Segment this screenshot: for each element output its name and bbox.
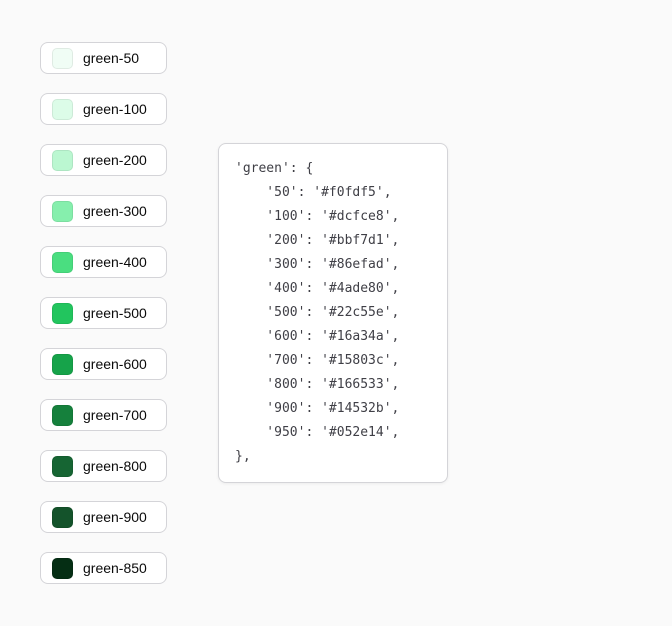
color-swatch-green-700 bbox=[52, 404, 73, 426]
code-line: 'green': { bbox=[235, 161, 314, 176]
color-swatch-green-50 bbox=[52, 47, 73, 69]
color-chip-green-600[interactable]: green-600 bbox=[40, 348, 167, 380]
code-line: }, bbox=[235, 449, 251, 464]
color-chip-label: green-400 bbox=[83, 254, 147, 270]
code-line: '100': '#dcfce8', bbox=[235, 209, 400, 224]
color-swatch-green-100 bbox=[52, 98, 73, 120]
color-chip-green-500[interactable]: green-500 bbox=[40, 297, 167, 329]
color-swatch-green-300 bbox=[52, 200, 73, 222]
color-chip-green-400[interactable]: green-400 bbox=[40, 246, 167, 278]
color-chip-list: green-50 green-100 green-200 green-300 g… bbox=[40, 42, 167, 584]
color-chip-label: green-900 bbox=[83, 509, 147, 525]
code-line: '700': '#15803c', bbox=[235, 353, 400, 368]
color-swatch-green-850 bbox=[52, 557, 73, 579]
color-chip-green-900[interactable]: green-900 bbox=[40, 501, 167, 533]
color-swatch-green-200 bbox=[52, 149, 73, 171]
color-swatch-green-500 bbox=[52, 302, 73, 324]
color-chip-green-300[interactable]: green-300 bbox=[40, 195, 167, 227]
color-swatch-green-600 bbox=[52, 353, 73, 375]
code-line: '200': '#bbf7d1', bbox=[235, 233, 400, 248]
color-chip-label: green-700 bbox=[83, 407, 147, 423]
code-line: '300': '#86efad', bbox=[235, 257, 400, 272]
color-chip-label: green-100 bbox=[83, 101, 147, 117]
color-chip-label: green-200 bbox=[83, 152, 147, 168]
color-chip-label: green-600 bbox=[83, 356, 147, 372]
color-chip-green-50[interactable]: green-50 bbox=[40, 42, 167, 74]
code-line: '800': '#166533', bbox=[235, 377, 400, 392]
color-chip-green-100[interactable]: green-100 bbox=[40, 93, 167, 125]
color-swatch-green-900 bbox=[52, 506, 73, 528]
code-line: '600': '#16a34a', bbox=[235, 329, 400, 344]
color-chip-label: green-800 bbox=[83, 458, 147, 474]
color-swatch-green-400 bbox=[52, 251, 73, 273]
color-swatch-green-800 bbox=[52, 455, 73, 477]
color-chip-label: green-50 bbox=[83, 50, 140, 66]
code-line: '50': '#f0fdf5', bbox=[235, 185, 392, 200]
color-chip-green-700[interactable]: green-700 bbox=[40, 399, 167, 431]
code-line: '500': '#22c55e', bbox=[235, 305, 400, 320]
palette-code-block: 'green': { '50': '#f0fdf5', '100': '#dcf… bbox=[218, 143, 448, 483]
color-chip-label: green-300 bbox=[83, 203, 147, 219]
color-chip-green-200[interactable]: green-200 bbox=[40, 144, 167, 176]
code-line: '900': '#14532b', bbox=[235, 401, 400, 416]
code-line: '400': '#4ade80', bbox=[235, 281, 400, 296]
color-chip-green-850[interactable]: green-850 bbox=[40, 552, 167, 584]
code-line: '950': '#052e14', bbox=[235, 425, 400, 440]
color-chip-green-800[interactable]: green-800 bbox=[40, 450, 167, 482]
color-chip-label: green-850 bbox=[83, 560, 147, 576]
color-chip-label: green-500 bbox=[83, 305, 147, 321]
